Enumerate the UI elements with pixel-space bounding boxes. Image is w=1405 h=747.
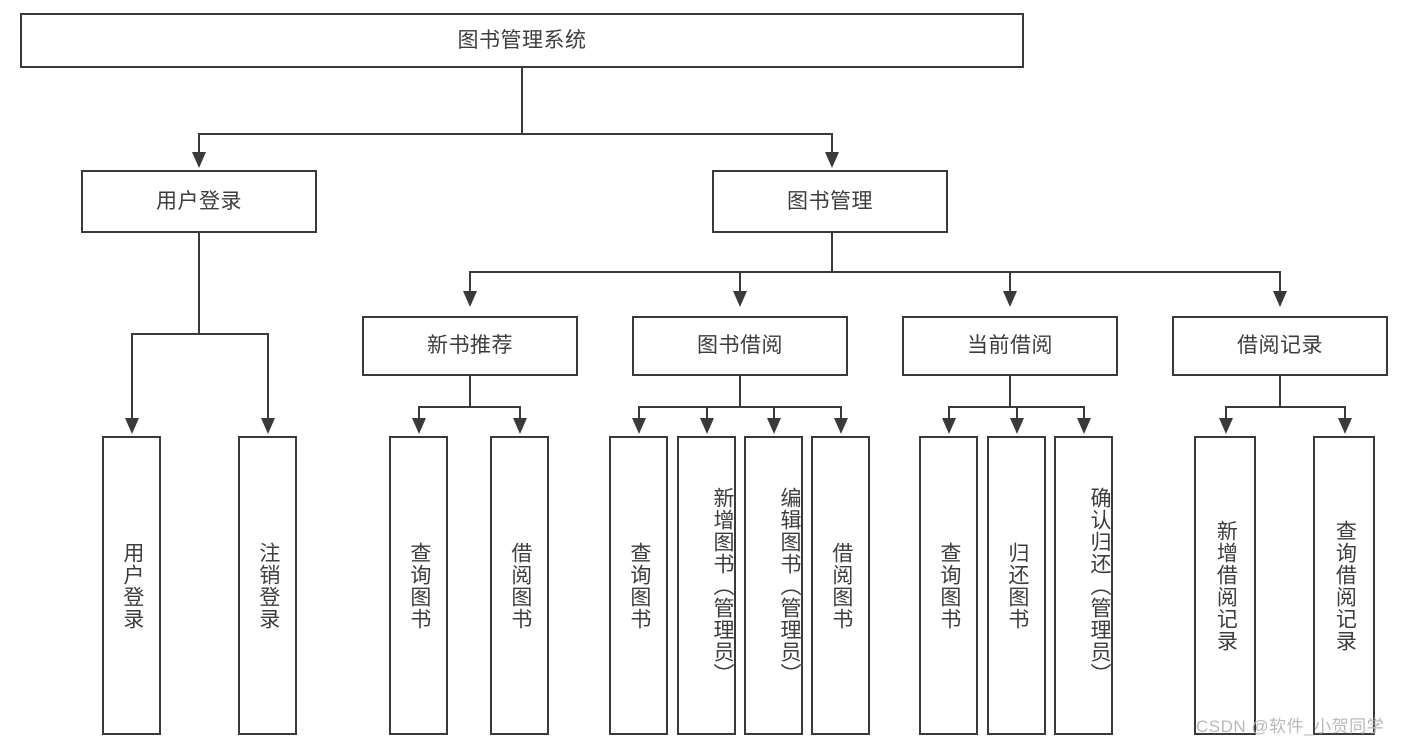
node-user-login[interactable]: 用户登录	[81, 170, 317, 233]
node-label: 借阅记录	[1237, 334, 1323, 358]
connector-root-bar	[198, 133, 833, 135]
leaf-user-login[interactable]: 用户登录	[102, 436, 161, 735]
arrow-new-book-to-leaf-2	[513, 418, 527, 434]
connector-bm-to-current-borrow	[1009, 271, 1011, 293]
node-label: 新增借阅记录	[1214, 519, 1238, 652]
leaf-confirm-return-admin[interactable]: 确认归还（管理员）	[1054, 436, 1113, 735]
node-label: 图书管理	[787, 189, 873, 213]
node-book-management[interactable]: 图书管理	[712, 170, 948, 233]
leaf-query-book-new-recommend[interactable]: 查询图书	[389, 436, 448, 735]
node-label: 归还图书	[1005, 541, 1029, 630]
arrow-current-borrow-to-leaf-2	[1010, 418, 1024, 434]
arrow-root-to-book-management	[825, 152, 839, 168]
node-label: 图书借阅	[697, 334, 783, 358]
connector-book-borrow-stem	[739, 376, 741, 407]
watermark-csdn: CSDN @软件_小贺同学	[1196, 717, 1385, 736]
node-label: 查询图书	[937, 541, 961, 630]
arrow-bm-to-borrow-record	[1273, 291, 1287, 307]
node-label: 用户登录	[156, 189, 242, 213]
leaf-add-book-admin[interactable]: 新增图书（管理员）	[677, 436, 736, 735]
connector-borrow-record-bar	[1225, 406, 1345, 408]
connector-current-borrow-stem	[1009, 376, 1011, 407]
connector-root-to-user-login	[198, 133, 200, 155]
node-label: 查询图书	[627, 541, 651, 630]
arrow-borrow-record-to-leaf-2	[1338, 418, 1352, 434]
node-label: 查询借阅记录	[1333, 519, 1357, 652]
leaf-borrow-book-new-recommend[interactable]: 借阅图书	[490, 436, 549, 735]
node-book-borrow[interactable]: 图书借阅	[632, 316, 848, 376]
connector-current-borrow-to-leaf-2	[1016, 406, 1018, 420]
connector-book-borrow-bar	[638, 406, 841, 408]
node-label: 查询图书	[407, 541, 431, 630]
node-borrow-record[interactable]: 借阅记录	[1172, 316, 1388, 376]
node-label: 新书推荐	[427, 334, 513, 358]
connector-book-borrow-to-leaf-4	[840, 406, 842, 420]
connector-user-login-to-leaf-2	[267, 333, 269, 420]
arrow-root-to-user-login	[192, 152, 206, 168]
node-label: 用户登录	[120, 541, 144, 630]
leaf-logout[interactable]: 注销登录	[238, 436, 297, 735]
node-label: 编辑图书（管理员）	[778, 486, 801, 685]
arrow-book-borrow-to-leaf-4	[834, 418, 848, 434]
arrow-current-borrow-to-leaf-1	[942, 418, 956, 434]
node-label: 注销登录	[256, 541, 280, 630]
node-label: 借阅图书	[829, 541, 853, 630]
connector-borrow-record-to-leaf-2	[1344, 406, 1346, 420]
connector-book-borrow-to-leaf-3	[773, 406, 775, 420]
connector-bm-to-new-book	[469, 271, 471, 293]
connector-current-borrow-to-leaf-3	[1083, 406, 1085, 420]
arrow-book-borrow-to-leaf-2	[700, 418, 714, 434]
arrow-bm-to-book-borrow	[733, 291, 747, 307]
connector-new-book-bar	[418, 406, 521, 408]
connector-book-management-stem	[831, 233, 833, 272]
node-label: 确认归还（管理员）	[1088, 486, 1111, 685]
node-root-book-management-system[interactable]: 图书管理系统	[20, 13, 1024, 68]
connector-current-borrow-to-leaf-1	[948, 406, 950, 420]
arrow-book-borrow-to-leaf-1	[632, 418, 646, 434]
connector-book-management-bar	[469, 271, 1280, 273]
leaf-query-borrow-record[interactable]: 查询借阅记录	[1313, 436, 1375, 735]
leaf-query-book-current-borrow[interactable]: 查询图书	[919, 436, 978, 735]
leaf-add-borrow-record[interactable]: 新增借阅记录	[1194, 436, 1256, 735]
connector-bm-to-borrow-record	[1279, 271, 1281, 293]
connector-bm-to-book-borrow	[739, 271, 741, 293]
connector-user-login-bar	[131, 333, 267, 335]
connector-root-stem	[521, 68, 523, 134]
connector-new-book-to-leaf-1	[418, 406, 420, 420]
node-label: 新增图书（管理员）	[711, 486, 734, 685]
arrow-book-borrow-to-leaf-3	[767, 418, 781, 434]
arrow-bm-to-new-book	[463, 291, 477, 307]
leaf-return-book[interactable]: 归还图书	[987, 436, 1046, 735]
arrow-new-book-to-leaf-1	[412, 418, 426, 434]
arrow-bm-to-current-borrow	[1003, 291, 1017, 307]
arrow-current-borrow-to-leaf-3	[1077, 418, 1091, 434]
leaf-borrow-book-book-borrow[interactable]: 借阅图书	[811, 436, 870, 735]
arrow-user-login-to-leaf-2	[261, 418, 275, 434]
leaf-edit-book-admin[interactable]: 编辑图书（管理员）	[744, 436, 803, 735]
node-label: 图书管理系统	[457, 28, 587, 52]
node-label: 当前借阅	[967, 334, 1053, 358]
arrow-user-login-to-leaf-1	[125, 418, 139, 434]
connector-new-book-stem	[469, 376, 471, 407]
connector-new-book-to-leaf-2	[519, 406, 521, 420]
node-current-borrow[interactable]: 当前借阅	[902, 316, 1118, 376]
connector-user-login-stem	[198, 233, 200, 334]
node-label: 借阅图书	[508, 541, 532, 630]
connector-user-login-to-leaf-1	[131, 333, 133, 420]
connector-root-to-book-management	[831, 133, 833, 155]
connector-borrow-record-to-leaf-1	[1225, 406, 1227, 420]
node-new-book-recommend[interactable]: 新书推荐	[362, 316, 578, 376]
leaf-query-book-borrow[interactable]: 查询图书	[609, 436, 668, 735]
connector-book-borrow-to-leaf-1	[638, 406, 640, 420]
connector-borrow-record-stem	[1279, 376, 1281, 407]
arrow-borrow-record-to-leaf-1	[1219, 418, 1233, 434]
connector-book-borrow-to-leaf-2	[706, 406, 708, 420]
